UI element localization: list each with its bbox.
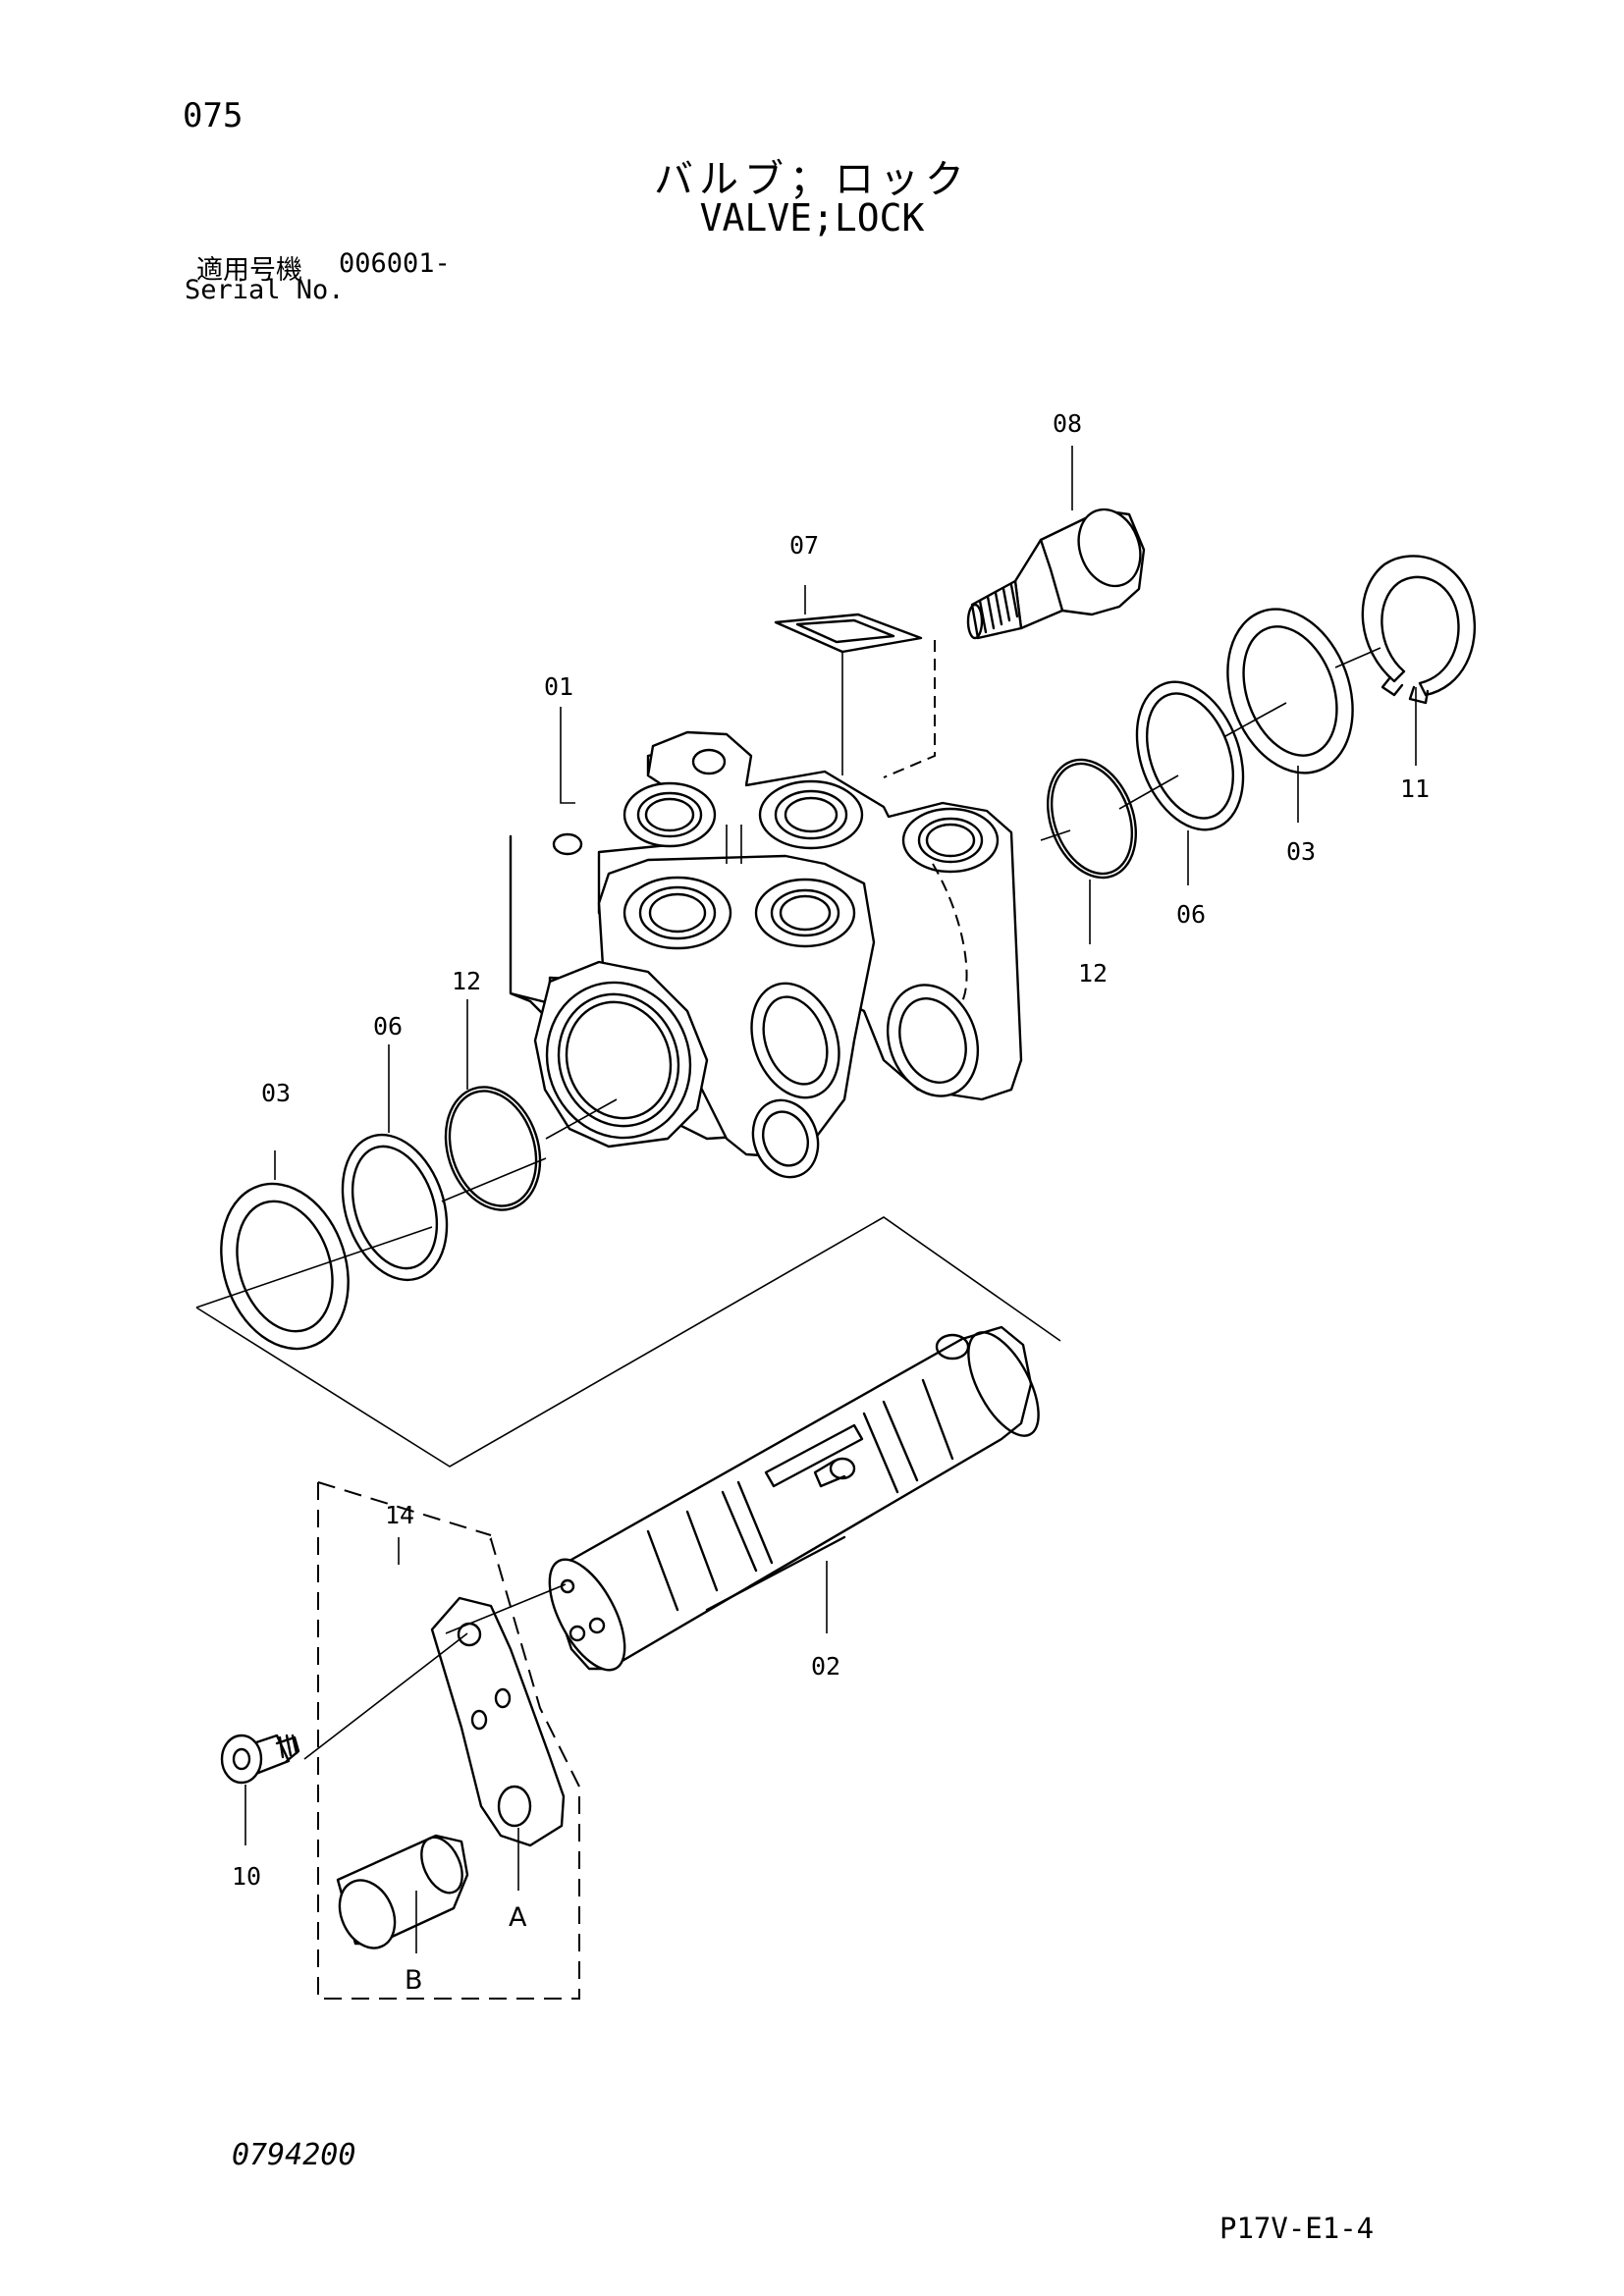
callout-11: 11	[1400, 774, 1430, 803]
o-ring-part-12-right	[1046, 758, 1138, 880]
serial-label-english: Serial No.	[185, 275, 345, 305]
title-english: VALVE;LOCK	[699, 196, 925, 240]
title-japanese: バルブ；ロック	[654, 157, 970, 202]
page-code: P17V-E1-4	[1219, 2212, 1375, 2245]
callout-a: A	[509, 1902, 527, 1933]
o-ring-part-12-left	[444, 1086, 542, 1211]
callout-03-right: 03	[1286, 837, 1316, 866]
callout-01: 01	[544, 672, 573, 701]
pin-part-b	[336, 1834, 469, 1949]
seal-part-07	[774, 613, 923, 654]
callout-07: 07	[789, 531, 819, 560]
callout-06-left: 06	[373, 1012, 403, 1041]
lever-part-a	[430, 1596, 566, 1847]
serial-range: 006001-	[339, 248, 451, 279]
callout-12-right: 12	[1078, 959, 1108, 988]
valve-body-part-01	[509, 730, 1023, 1179]
backup-ring-part-06-right	[1135, 680, 1245, 831]
callout-10: 10	[232, 1862, 261, 1891]
backup-ring-part-03-right	[1226, 608, 1354, 774]
backup-ring-part-03-left	[220, 1182, 350, 1351]
page-number: 075	[183, 96, 244, 135]
backup-ring-part-06-left	[341, 1133, 449, 1282]
callout-06-right: 06	[1176, 900, 1206, 929]
callout-12-left: 12	[452, 967, 481, 995]
spool-part-02	[548, 1325, 1040, 1672]
callout-14: 14	[385, 1501, 414, 1529]
bolt-part-10	[220, 1734, 300, 1785]
drawing-number: 0794200	[232, 2138, 356, 2172]
plug-part-08	[966, 507, 1146, 640]
callout-02: 02	[811, 1652, 840, 1681]
callout-08: 08	[1053, 409, 1082, 438]
snap-ring-part-11	[1361, 555, 1477, 705]
callout-03-left: 03	[261, 1079, 291, 1107]
serial-label-japanese: 適用号機	[196, 255, 302, 286]
callout-b: B	[405, 1965, 423, 1996]
